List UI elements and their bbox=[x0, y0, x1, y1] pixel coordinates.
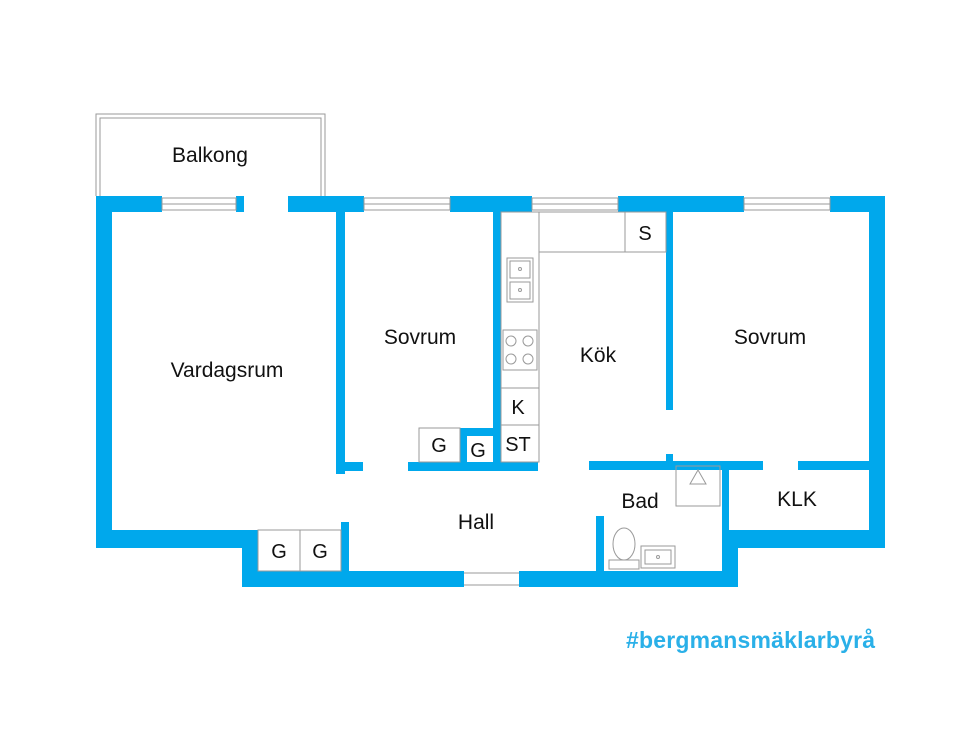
wardrobe-label: G bbox=[312, 541, 328, 563]
room-label-sovrum-2: Sovrum bbox=[734, 326, 806, 349]
shower-drain-icon bbox=[689, 468, 707, 485]
fixture-label-s: S bbox=[638, 223, 651, 245]
wardrobe-label: G bbox=[271, 541, 287, 563]
bathroom-fixtures bbox=[608, 465, 721, 570]
washbasin-icon bbox=[640, 545, 676, 569]
fixture-label-st: ST bbox=[505, 434, 531, 456]
balcony-outline bbox=[95, 113, 326, 196]
room-label-kok: Kök bbox=[580, 344, 617, 367]
windows bbox=[161, 197, 831, 211]
room-label-vardagsrum: Vardagsrum bbox=[171, 359, 284, 382]
room-label-sovrum-1: Sovrum bbox=[384, 326, 456, 349]
room-label-klk: KLK bbox=[777, 488, 817, 511]
brand-hashtag: #bergmansmäklarbyrå bbox=[626, 627, 876, 653]
stove-icon bbox=[502, 329, 538, 371]
exterior-walls bbox=[96, 196, 885, 587]
room-label-balkong: Balkong bbox=[172, 144, 248, 167]
entrance-door bbox=[464, 572, 519, 586]
sink-icon bbox=[506, 257, 534, 303]
wardrobes bbox=[257, 427, 461, 572]
wardrobe-label: G bbox=[431, 435, 447, 457]
toilet-icon bbox=[608, 527, 640, 570]
wardrobe-label: G bbox=[470, 440, 486, 462]
room-label-bad: Bad bbox=[621, 490, 658, 513]
kitchen-fixtures bbox=[500, 211, 667, 463]
interior-walls bbox=[336, 212, 869, 571]
room-label-hall: Hall bbox=[458, 511, 494, 534]
fixture-label-k: K bbox=[511, 397, 525, 419]
